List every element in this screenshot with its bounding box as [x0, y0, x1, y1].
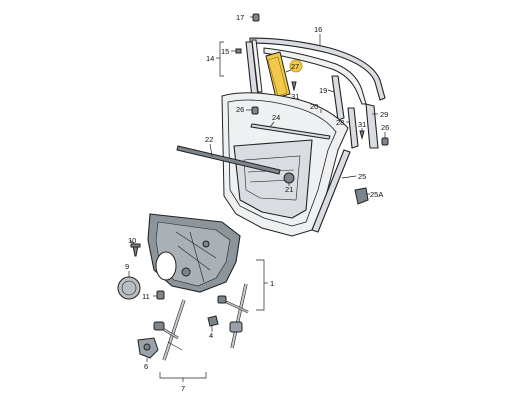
label-27: 27 [291, 62, 299, 71]
label-27-badge [289, 59, 303, 73]
label-14: 14 [206, 54, 214, 63]
label-16: 16 [314, 25, 322, 34]
bracket-part-14 [219, 41, 224, 77]
part-27-window-trim-highlighted[interactable] [265, 51, 291, 99]
bracket-part-1 [256, 259, 265, 311]
label-31-upper: 31 [291, 92, 299, 101]
part-29-rear-trim[interactable] [365, 103, 379, 149]
leader-24 [269, 121, 275, 128]
part-25-rear-channel[interactable] [311, 149, 351, 233]
part-10-screw[interactable] [130, 243, 141, 257]
part-26-clip-right[interactable] [381, 137, 389, 146]
label-1: 1 [270, 279, 274, 288]
part-28-rear-seal[interactable] [347, 107, 359, 149]
label-24: 24 [272, 113, 280, 122]
label-9: 9 [125, 262, 129, 271]
label-31-right: 31 [358, 120, 366, 129]
label-22: 22 [205, 135, 213, 144]
label-11: 11 [142, 292, 150, 301]
leader-10 [129, 239, 135, 245]
label-25: 25 [358, 172, 366, 181]
part-31-screw-right[interactable] [359, 130, 365, 140]
part-11-clip[interactable] [156, 290, 165, 300]
part-6-regulator-motor[interactable] [137, 337, 159, 359]
label-4: 4 [209, 331, 213, 340]
label-29: 29 [380, 110, 388, 119]
part-19-rear-guide[interactable] [331, 75, 345, 121]
label-6: 6 [144, 362, 148, 371]
label-7: 7 [181, 384, 185, 393]
label-15: 15 [221, 47, 229, 56]
label-20: 20 [310, 102, 318, 111]
label-28: 28 [336, 118, 344, 127]
leader-22 [209, 143, 213, 157]
part-14-front-window-guide[interactable] [245, 39, 263, 99]
label-26-left: 26 [236, 105, 244, 114]
leader-19 [327, 89, 335, 93]
part-25a-bracket[interactable] [354, 187, 369, 205]
part-7-window-regulator-right[interactable] [217, 283, 249, 349]
label-25a: 25A [370, 190, 383, 199]
part-15-screw[interactable] [231, 48, 242, 54]
label-19: 19 [319, 86, 327, 95]
label-21: 21 [285, 185, 293, 194]
label-10: 10 [128, 236, 136, 245]
label-26-right: 26 [381, 123, 389, 132]
door-shell[interactable] [221, 92, 349, 237]
part-17-clip[interactable] [250, 13, 260, 22]
part-9-round-cover[interactable] [117, 276, 141, 300]
leader-25 [341, 175, 357, 179]
part-4-screw[interactable] [207, 315, 219, 327]
part-1-door-module-carrier[interactable] [147, 213, 241, 293]
part-22-outer-belt-strip[interactable] [176, 145, 281, 175]
part-24-inner-belt-seal[interactable] [250, 123, 331, 140]
part-26-clip-left[interactable] [251, 106, 259, 115]
part-7-window-regulator-left[interactable] [153, 299, 186, 361]
bracket-part-7 [159, 372, 207, 379]
label-17: 17 [236, 13, 244, 22]
part-31-screw-upper[interactable] [291, 81, 297, 91]
